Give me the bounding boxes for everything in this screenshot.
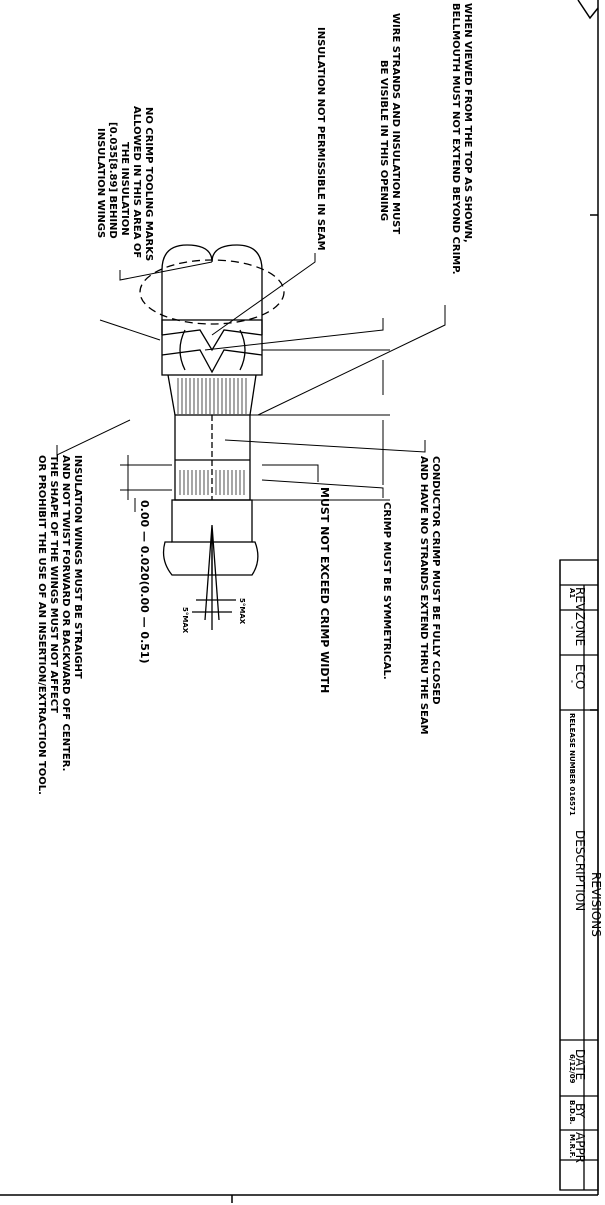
revisions-row: A1 - - RELEASE NUMBER 016571 6/12/09 B.D…: [568, 588, 576, 1158]
svg-text:REV: REV: [573, 587, 587, 612]
note-no-tooling-marks: NO CRIMP TOOLING MARKS ALLOWED IN THIS A…: [95, 106, 154, 261]
svg-text:DESCRIPTION: DESCRIPTION: [573, 830, 587, 911]
svg-text:WIRE STRANDS AND INSULATION MU: WIRE STRANDS AND INSULATION MUST: [390, 13, 401, 234]
note-bellmouth: WHEN VIEWED FROM THE TOP AS SHOWN, BELLM…: [450, 3, 473, 275]
svg-text:ZONE: ZONE: [573, 612, 587, 646]
svg-text:AND HAVE NO STRANDS EXTEND THR: AND HAVE NO STRANDS EXTEND THRU THE SEAM: [418, 456, 429, 735]
svg-text:6/12/09: 6/12/09: [568, 1054, 576, 1084]
svg-text:REVISIONS: REVISIONS: [589, 872, 603, 937]
svg-text:CONDUCTOR CRIMP MUST BE FULLY: CONDUCTOR CRIMP MUST BE FULLY CLOSED: [430, 456, 441, 705]
svg-text:B.D.B.: B.D.B.: [568, 1100, 576, 1124]
note-crimp-width: MUST NOT EXCEED CRIMP WIDTH: [318, 487, 331, 693]
svg-text:NO CRIMP TOOLING MARKS: NO CRIMP TOOLING MARKS: [143, 107, 154, 261]
svg-text:BE VISIBLE IN THIS OPENING: BE VISIBLE IN THIS OPENING: [378, 60, 389, 221]
angle-labels: 5°MAX 5°MAX: [181, 598, 246, 634]
svg-text:0.00 — 0.020(0.00 — 0.51): 0.00 — 0.020(0.00 — 0.51): [138, 500, 151, 664]
svg-text:[0.035[8.89] BEHIND: [0.035[8.89] BEHIND: [107, 122, 118, 239]
svg-text:RELEASE NUMBER 016571: RELEASE NUMBER 016571: [568, 713, 576, 816]
revisions-headers: REV ZONE ECO DESCRIPTION DATE BY APPR: [573, 587, 587, 1163]
note-insulation-seam: INSULATION NOT PERMISSIBLE IN SEAM: [315, 27, 326, 251]
svg-text:MUST NOT EXCEED CRIMP WIDTH: MUST NOT EXCEED CRIMP WIDTH: [318, 487, 331, 693]
svg-text:AND NOT TWIST FORWARD OR BACKW: AND NOT TWIST FORWARD OR BACKWARD OFF CE…: [60, 455, 71, 771]
revisions-table: [559, 559, 599, 1191]
svg-text:ECO: ECO: [573, 664, 587, 689]
svg-text:-: -: [568, 626, 576, 629]
note-insulation-wings: INSULATION WINGS MUST BE STRAIGHT AND NO…: [36, 455, 83, 795]
svg-text:A1: A1: [568, 588, 576, 598]
svg-text:OR PROHIBIT THE USE OF AN INSE: OR PROHIBIT THE USE OF AN INSERTION/EXTR…: [36, 455, 47, 795]
svg-text:THE INSULATION: THE INSULATION: [119, 142, 130, 236]
svg-text:5°MAX: 5°MAX: [238, 598, 246, 625]
svg-text:CRIMP MUST BE SYMMETRICAL.: CRIMP MUST BE SYMMETRICAL.: [381, 502, 392, 680]
svg-text:BELLMOUTH MUST NOT EXTEND BEYO: BELLMOUTH MUST NOT EXTEND BEYOND CRIMP.: [450, 3, 461, 275]
terminal-drawing: [139, 244, 285, 630]
svg-text:INSULATION WINGS: INSULATION WINGS: [95, 128, 106, 238]
revisions-title: REVISIONS: [589, 872, 603, 937]
note-symmetrical: CRIMP MUST BE SYMMETRICAL.: [381, 502, 392, 680]
svg-text:5°MAX: 5°MAX: [181, 607, 189, 634]
svg-text:WHEN VIEWED FROM THE TOP AS SH: WHEN VIEWED FROM THE TOP AS SHOWN,: [462, 3, 473, 243]
svg-text:APPR: APPR: [573, 1132, 587, 1163]
note-wire-strands: WIRE STRANDS AND INSULATION MUST BE VISI…: [378, 13, 401, 234]
svg-text:INSULATION WINGS MUST BE STRAI: INSULATION WINGS MUST BE STRAIGHT: [72, 455, 83, 679]
svg-text:INSULATION NOT PERMISSIBLE IN: INSULATION NOT PERMISSIBLE IN SEAM: [315, 27, 326, 251]
svg-text:-: -: [568, 680, 576, 683]
svg-text:ALLOWED IN THIS AREA OF: ALLOWED IN THIS AREA OF: [131, 106, 142, 258]
svg-text:BY: BY: [573, 1103, 587, 1119]
svg-text:M.R.F.: M.R.F.: [568, 1134, 576, 1158]
svg-text:THE SHAPE OF THE WINGS MUST NO: THE SHAPE OF THE WINGS MUST NOT AFFECT: [48, 455, 59, 713]
note-conductor-crimp: CONDUCTOR CRIMP MUST BE FULLY CLOSED AND…: [418, 456, 441, 735]
leader-lines: [56, 253, 446, 512]
svg-text:DATE: DATE: [573, 1049, 587, 1080]
dimension-label: 0.00 — 0.020(0.00 — 0.51): [138, 500, 151, 664]
